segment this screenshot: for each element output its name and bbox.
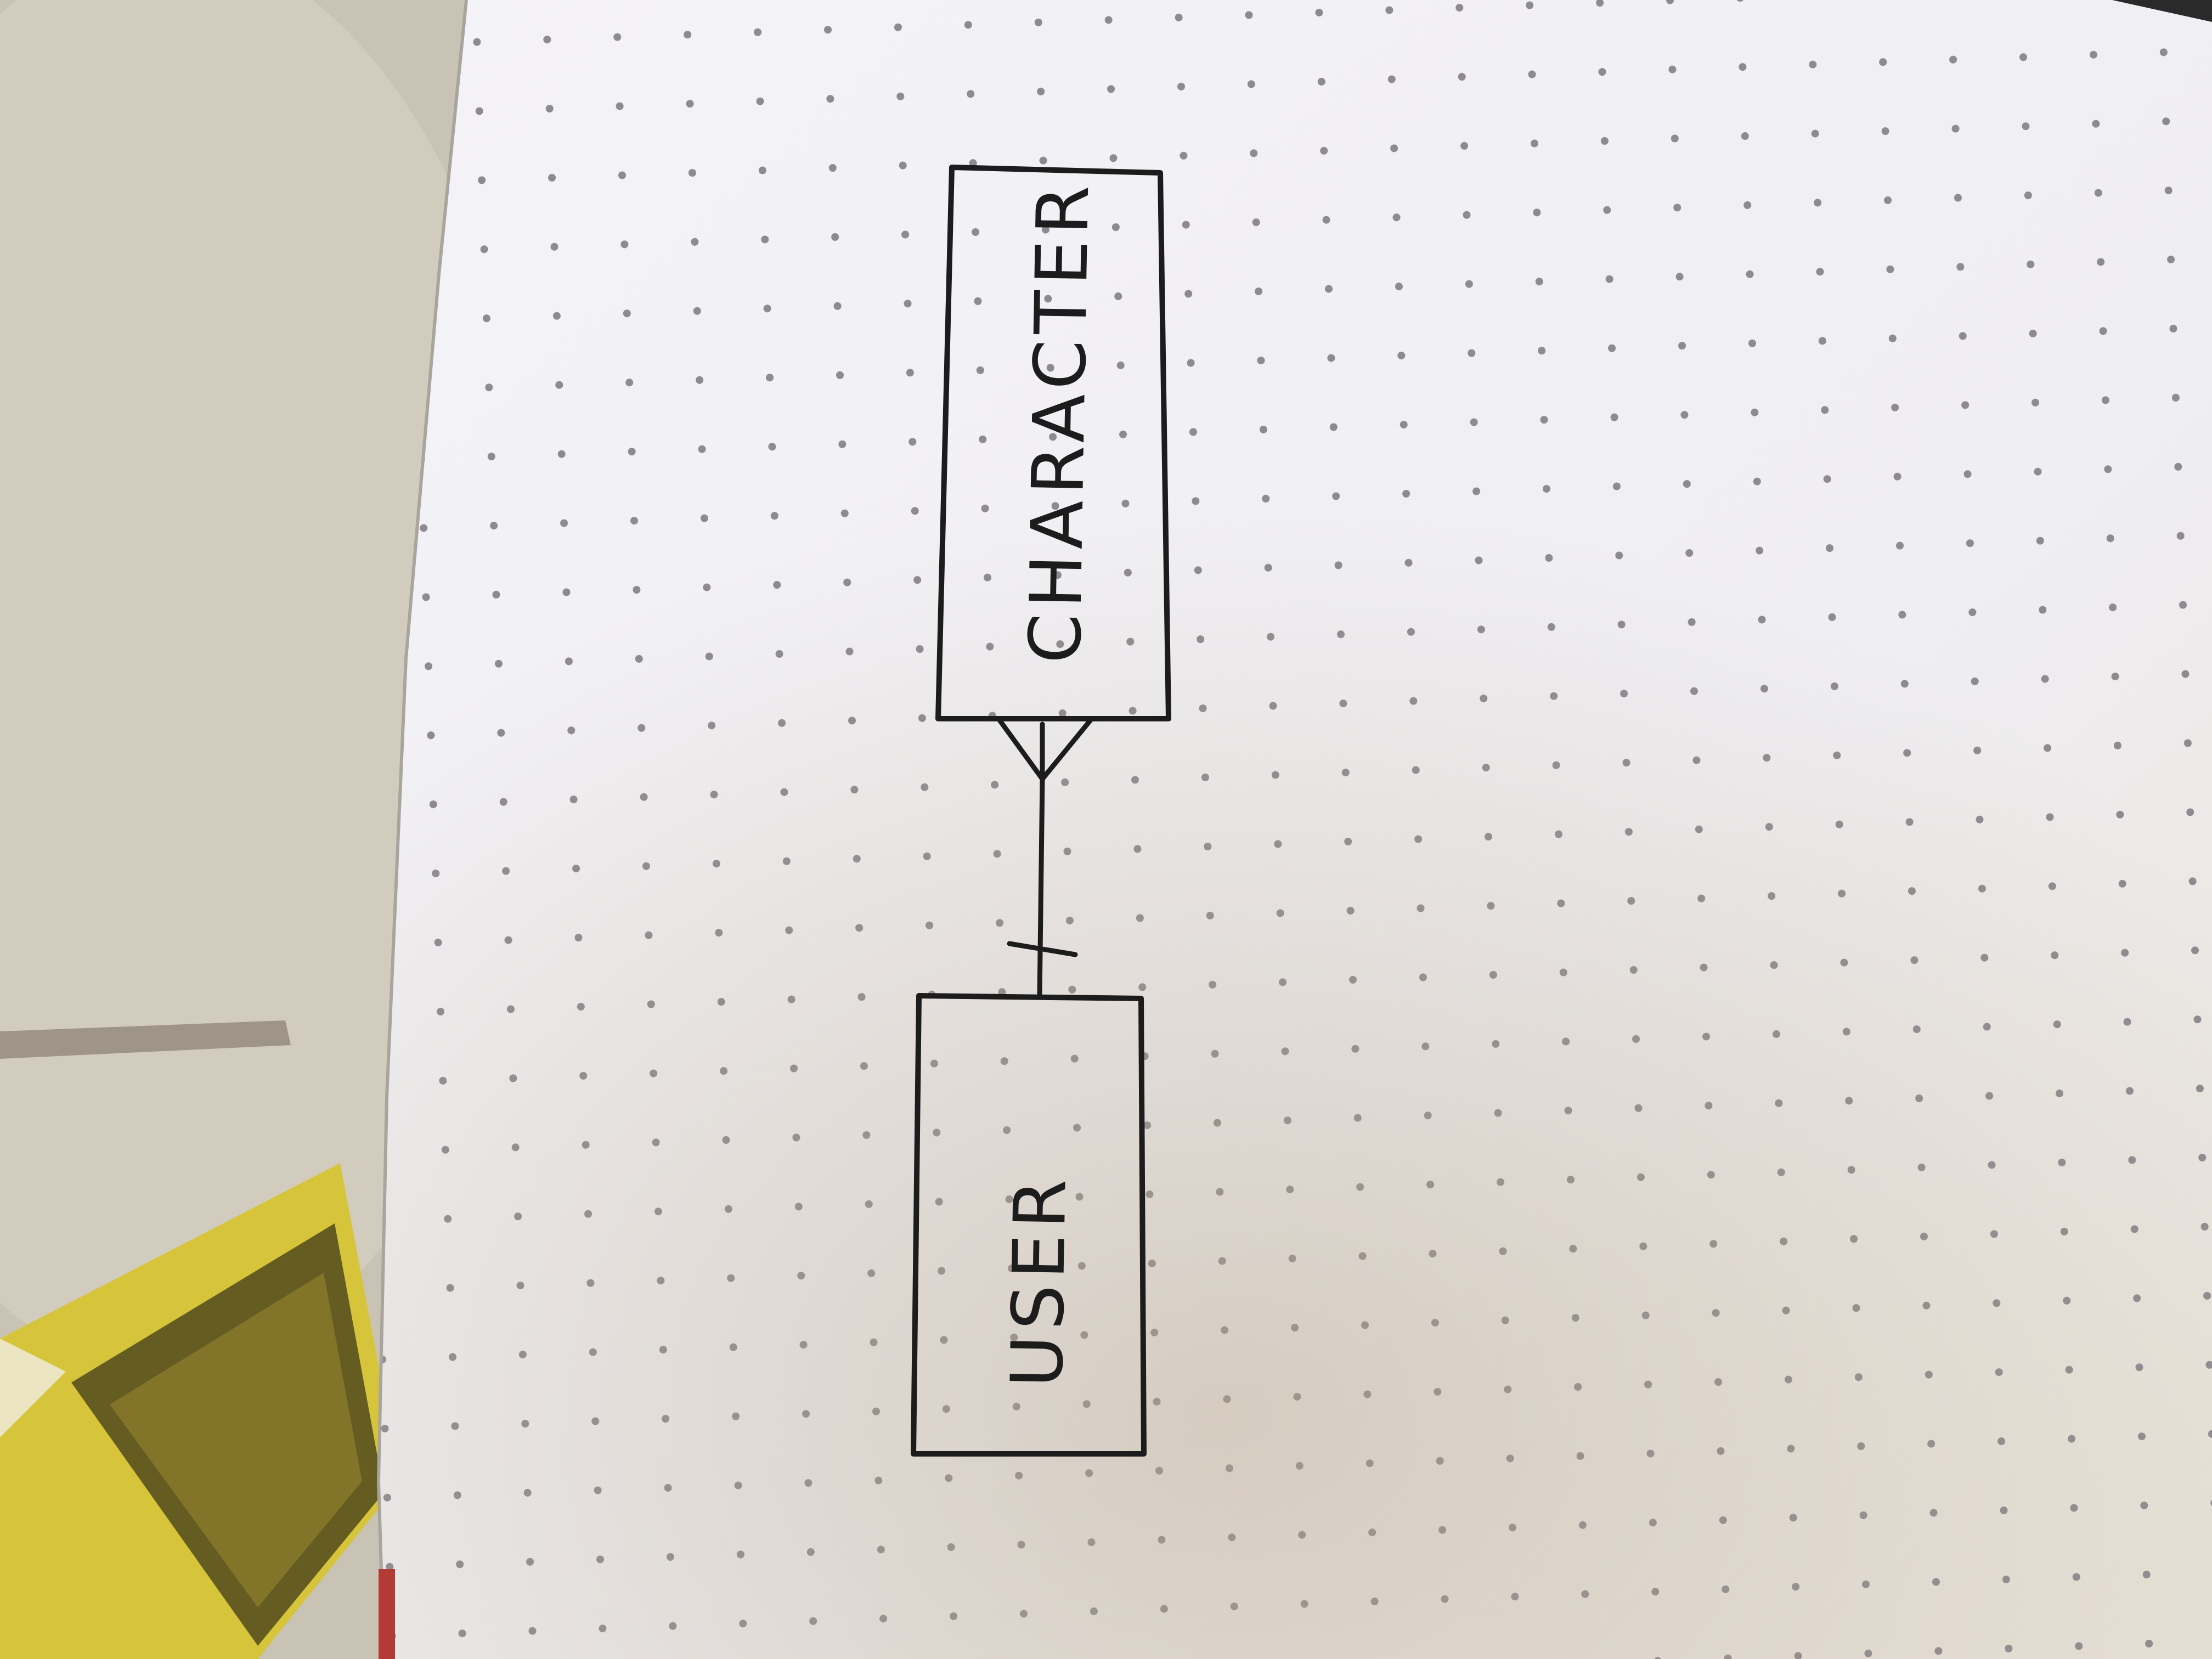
yellow-object xyxy=(0,1163,400,1659)
entity-user: USER xyxy=(911,993,1147,1457)
er-diagram: CHARACTER USER xyxy=(911,165,1171,1457)
pencil-object xyxy=(0,1020,291,1059)
relationship-line xyxy=(1037,776,1045,998)
relationship-user-character xyxy=(996,716,1094,998)
cardinality-one-marker xyxy=(1007,941,1078,957)
entity-character: CHARACTER xyxy=(935,165,1171,721)
entity-character-label: CHARACTER xyxy=(1013,179,1105,664)
entity-user-label: USER xyxy=(995,1173,1082,1389)
